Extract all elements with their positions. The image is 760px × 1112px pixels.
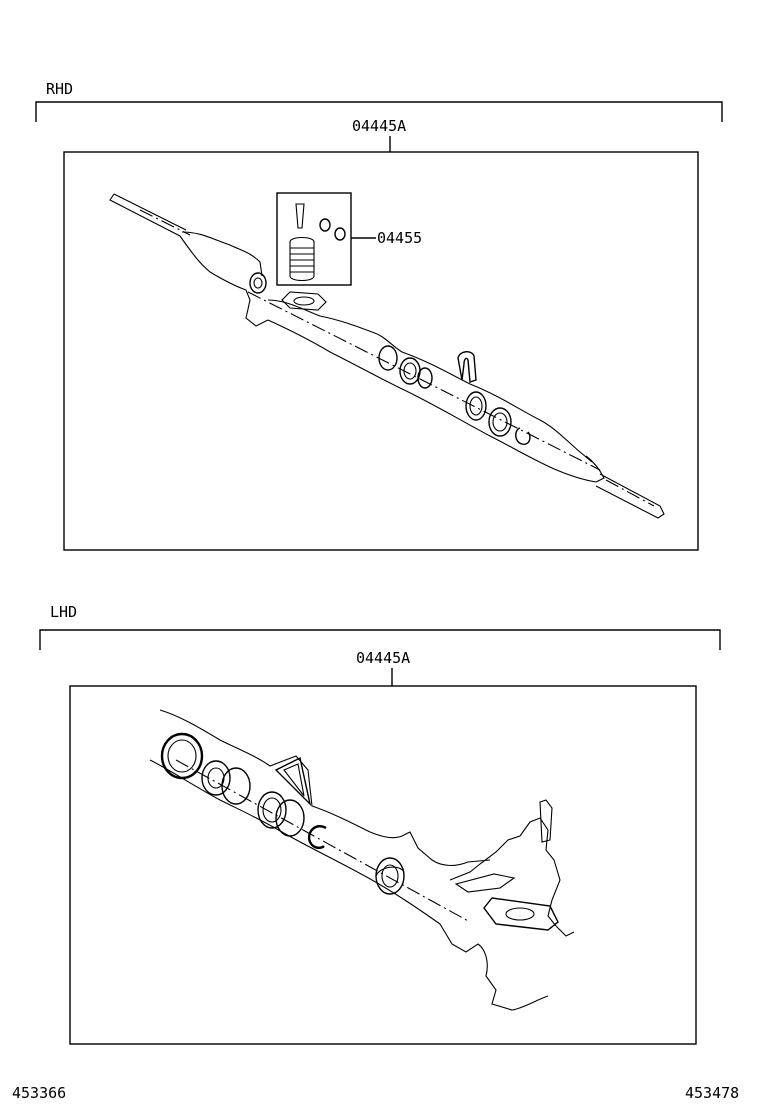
rhd-steering-rack-icon[interactable] <box>109 193 665 519</box>
lhd-steering-rack-icon[interactable] <box>149 709 575 1011</box>
footer-right-code: 453478 <box>685 1084 740 1102</box>
rhd-bracket <box>35 101 723 152</box>
rhd-frame <box>63 151 699 551</box>
rhd-heading: RHD <box>46 80 74 98</box>
lhd-frame <box>69 685 697 1045</box>
lhd-heading: LHD <box>50 603 78 621</box>
lhd-assembly-part-number[interactable]: 04445A <box>356 649 411 667</box>
rhd-assembly-part-number[interactable]: 04445A <box>352 117 407 135</box>
lhd-bracket <box>39 629 721 686</box>
footer-left-code: 453366 <box>12 1084 67 1102</box>
rhd-sub-part-number[interactable]: 04455 <box>377 229 423 247</box>
valve-spring-kit-icon[interactable] <box>276 192 376 286</box>
